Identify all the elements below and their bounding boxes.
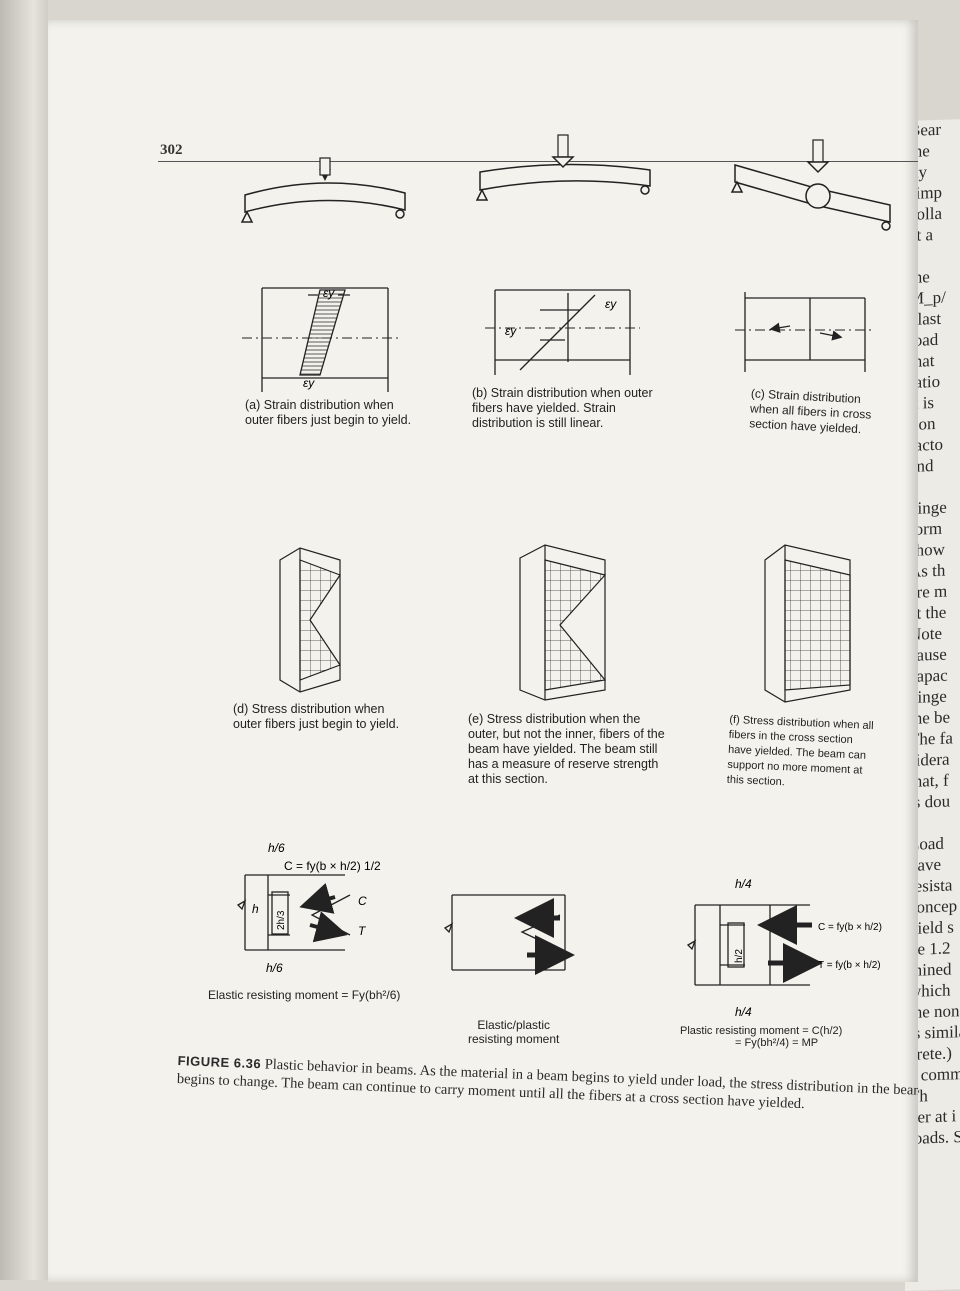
elastic-plastic-line-2: resisting moment	[468, 1032, 560, 1046]
book-page: 302	[48, 20, 918, 1282]
h2-label: h/2	[734, 949, 745, 963]
plastic-moment-formula: Plastic resisting moment = C(h/2) = Fy(b…	[680, 1025, 842, 1049]
header-rule	[158, 161, 918, 162]
figure-6-36-drawings: εy εy εy εy	[236, 134, 891, 1019]
plastic-moment-line-2: = Fy(bh²/4) = MP	[735, 1037, 819, 1049]
h4-top-label: h/4	[735, 877, 752, 891]
beam-diagram-a	[240, 157, 406, 223]
caption-a: (a) Strain distribution when outer fiber…	[245, 398, 412, 427]
book-page-stack	[0, 0, 48, 1280]
eps-y-label-b-top: εy	[605, 297, 617, 311]
caption-f: (f) Stress distribution when all fibers …	[726, 713, 874, 789]
stress-block-e	[519, 544, 607, 701]
caption-d: (d) Stress distribution when outer fiber…	[233, 702, 400, 731]
h6-top-label: h/6	[268, 841, 285, 855]
c-formula-label: C = fy(b × h/2) 1/2	[284, 859, 381, 873]
strain-diagram-a	[242, 287, 400, 392]
stress-block-d	[279, 547, 341, 693]
caption-e: (e) Stress distribution when the outer, …	[468, 712, 665, 786]
plastic-moment-diagram	[686, 904, 823, 986]
elastic-moment-diagram	[236, 874, 351, 951]
strain-diagram-b	[485, 289, 640, 375]
caption-b: (b) Strain distribution when outer fiber…	[472, 386, 653, 430]
t-plastic-label: T = fy(b × h/2)	[818, 960, 881, 971]
beam-diagram-b	[475, 134, 651, 201]
eps-y-label-a-top: εy	[323, 286, 335, 300]
h-label: h	[252, 902, 259, 916]
elastic-plastic-moment-diagram	[443, 894, 575, 975]
two-h3-label: 2h/3	[276, 910, 287, 930]
eps-y-label-b-bottom: εy	[505, 324, 517, 338]
elastic-plastic-line-1: Elastic/plastic	[477, 1018, 551, 1032]
beam-diagram-c	[730, 139, 891, 231]
caption-c: (c) Strain distribution when all fibers …	[748, 386, 872, 437]
plastic-moment-line-1: Plastic resisting moment = C(h/2)	[680, 1025, 843, 1037]
eps-y-label-a-bottom: εy	[303, 376, 315, 390]
elastic-plastic-label: Elastic/plastic resisting moment	[468, 1018, 559, 1046]
elastic-moment-formula: Elastic resisting moment = Fy(bh²/6)	[208, 988, 401, 1002]
strain-diagram-c	[735, 292, 875, 372]
c-plastic-label: C = fy(b × h/2)	[818, 922, 882, 933]
t-label: T	[358, 924, 367, 938]
figure-caption-label: FIGURE 6.36	[177, 1052, 262, 1072]
h4-bottom-label: h/4	[735, 1005, 752, 1019]
h6-bottom-label: h/6	[266, 961, 283, 975]
c-label: C	[358, 894, 367, 908]
stress-block-f	[764, 544, 851, 703]
page-number: 302	[160, 142, 183, 158]
